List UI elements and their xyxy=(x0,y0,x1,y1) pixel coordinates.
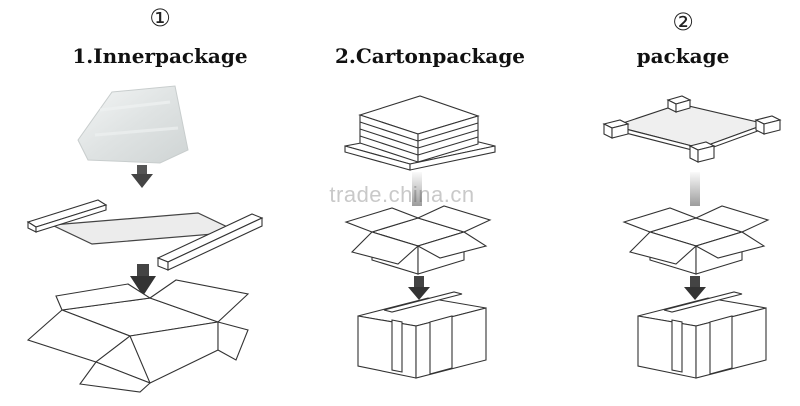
board-stack-icon xyxy=(344,95,496,171)
open-carton-icon xyxy=(344,205,492,275)
arrow-down-icon xyxy=(412,172,422,206)
board-with-foam-icon xyxy=(26,199,264,271)
bubble-bag-icon xyxy=(77,85,189,164)
arrow-down-icon xyxy=(690,172,700,206)
step-3-marker: ② xyxy=(672,8,694,36)
open-carton-icon xyxy=(622,205,770,275)
step-2-title: 2.Cartonpackage xyxy=(334,44,526,68)
arrow-down-icon xyxy=(684,276,706,300)
step-1-marker: ① xyxy=(149,4,171,32)
sealed-carton-icon xyxy=(357,291,487,379)
sealed-carton-icon xyxy=(637,291,767,379)
step-3-title: package xyxy=(636,44,730,68)
step-1-title: 1.Innerpackage xyxy=(72,44,248,68)
watermark: trade.china.cn xyxy=(329,182,475,207)
arrow-down-icon xyxy=(408,276,430,300)
arrow-down-icon xyxy=(130,264,156,296)
open-carton-icon xyxy=(26,279,250,393)
board-with-corners-icon xyxy=(602,95,782,163)
arrow-down-icon xyxy=(131,165,153,188)
